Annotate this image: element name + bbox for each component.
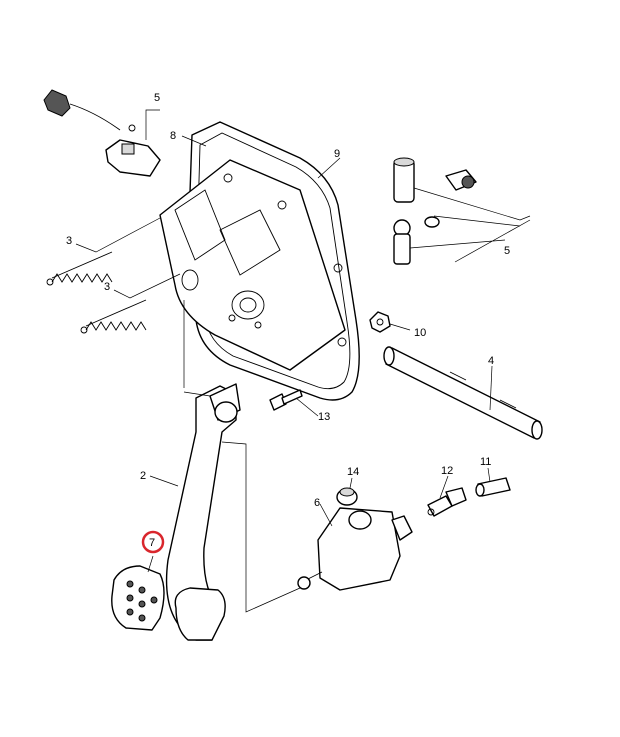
clutch-pedal-arm[interactable] xyxy=(165,383,241,641)
pedal-pad[interactable] xyxy=(111,565,165,631)
callout-3-upper: 3 xyxy=(66,235,72,247)
callout-8: 8 xyxy=(170,130,176,142)
callout-6: 6 xyxy=(314,497,320,509)
callout-9: 9 xyxy=(334,148,340,160)
callout-10: 10 xyxy=(414,327,426,339)
callout-12: 12 xyxy=(441,465,453,477)
reservoir-cap[interactable] xyxy=(336,487,358,506)
pedal-pivot-shaft[interactable] xyxy=(383,346,543,440)
nut[interactable] xyxy=(369,311,391,333)
bolt[interactable] xyxy=(269,389,303,411)
pivot-bushes-set[interactable] xyxy=(393,157,531,265)
pedal-box-bracket[interactable] xyxy=(159,121,360,401)
callout-14: 14 xyxy=(347,466,359,478)
fluid-hose[interactable] xyxy=(475,477,511,497)
callout-labels: 2 3 3 4 5 5 6 8 9 10 11 12 13 14 xyxy=(66,92,510,509)
callout-13: 13 xyxy=(318,411,330,423)
return-spring-lower[interactable] xyxy=(80,299,147,334)
callout-11: 11 xyxy=(480,456,491,468)
callout-7-highlighted[interactable]: 7 xyxy=(141,530,165,554)
callout-7: 7 xyxy=(149,537,155,549)
clutch-master-cylinder[interactable] xyxy=(297,507,413,591)
return-spring-upper[interactable] xyxy=(46,251,113,286)
callout-3-lower: 3 xyxy=(104,281,110,293)
leader-lines xyxy=(75,109,493,613)
highlight-ring xyxy=(141,530,165,554)
callout-5-lower: 5 xyxy=(504,245,510,257)
callout-4: 4 xyxy=(488,355,494,367)
pedal-switch-harness[interactable] xyxy=(43,89,161,177)
callout-5-upper: 5 xyxy=(154,92,160,104)
hose-connector[interactable] xyxy=(427,487,467,517)
callout-2: 2 xyxy=(140,470,146,482)
